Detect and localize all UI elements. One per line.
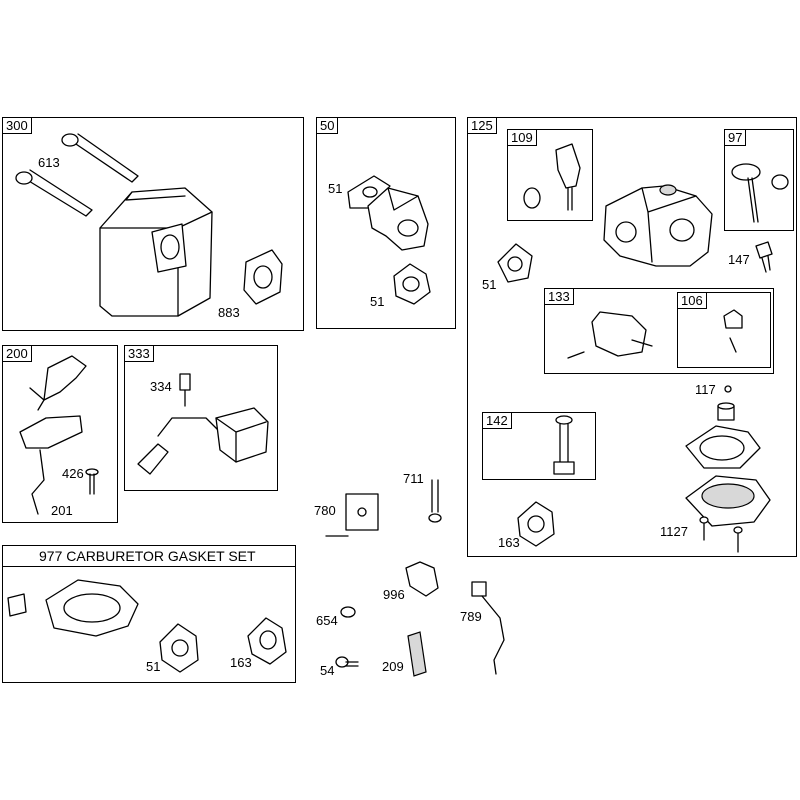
- label-883: 883: [218, 305, 240, 320]
- label-334: 334: [150, 379, 172, 394]
- label-51-intake-lower: 51: [370, 294, 385, 309]
- carburetor-gasket-set-title: 977 CARBURETOR GASKET SET: [3, 546, 295, 567]
- group-300-tag: 300: [3, 118, 32, 134]
- group-50-box: 50: [316, 117, 456, 329]
- label-654: 654: [316, 613, 338, 628]
- label-780: 780: [314, 503, 336, 518]
- group-142-tag: 142: [483, 413, 512, 429]
- group-200-tag: 200: [3, 346, 32, 362]
- group-200-box: 200: [2, 345, 118, 523]
- group-125-tag: 125: [468, 118, 497, 134]
- group-50-tag: 50: [317, 118, 339, 134]
- group-333-tag: 333: [125, 346, 154, 362]
- spring-209-drawing: [407, 631, 427, 677]
- label-51-gasket-set: 51: [146, 659, 161, 674]
- group-300-box: 300: [2, 117, 304, 331]
- nut-654-drawing: [340, 606, 356, 618]
- screw-54-drawing: [335, 656, 359, 668]
- spring-996-drawing: [405, 561, 439, 597]
- label-51-intake-upper: 51: [328, 181, 343, 196]
- label-163-carburetor: 163: [498, 535, 520, 550]
- label-1127: 1127: [660, 524, 688, 539]
- group-106-box: 106: [677, 292, 771, 368]
- label-51-carburetor: 51: [482, 277, 497, 292]
- label-54: 54: [320, 663, 335, 678]
- label-711: 711: [403, 471, 424, 486]
- group-97-tag: 97: [725, 130, 747, 146]
- carburetor-gasket-set-box: 977 CARBURETOR GASKET SET: [2, 545, 296, 683]
- label-147: 147: [728, 252, 750, 267]
- group-333-box: 333: [124, 345, 278, 491]
- label-163-gasket-set: 163: [230, 655, 252, 670]
- group-106-tag: 106: [678, 293, 707, 309]
- link-789-drawing: [471, 581, 505, 675]
- label-209: 209: [382, 659, 404, 674]
- group-133-tag: 133: [545, 289, 574, 305]
- label-426: 426: [62, 466, 84, 481]
- label-201: 201: [51, 503, 73, 518]
- label-789: 789: [460, 609, 482, 624]
- label-117: 117: [695, 382, 716, 397]
- label-613: 613: [38, 155, 60, 170]
- group-109-tag: 109: [508, 130, 537, 146]
- group-97-box: 97: [724, 129, 794, 231]
- label-996: 996: [383, 587, 405, 602]
- bolt-711-drawing: [428, 479, 442, 523]
- group-109-box: 109: [507, 129, 593, 221]
- group-142-box: 142: [482, 412, 596, 480]
